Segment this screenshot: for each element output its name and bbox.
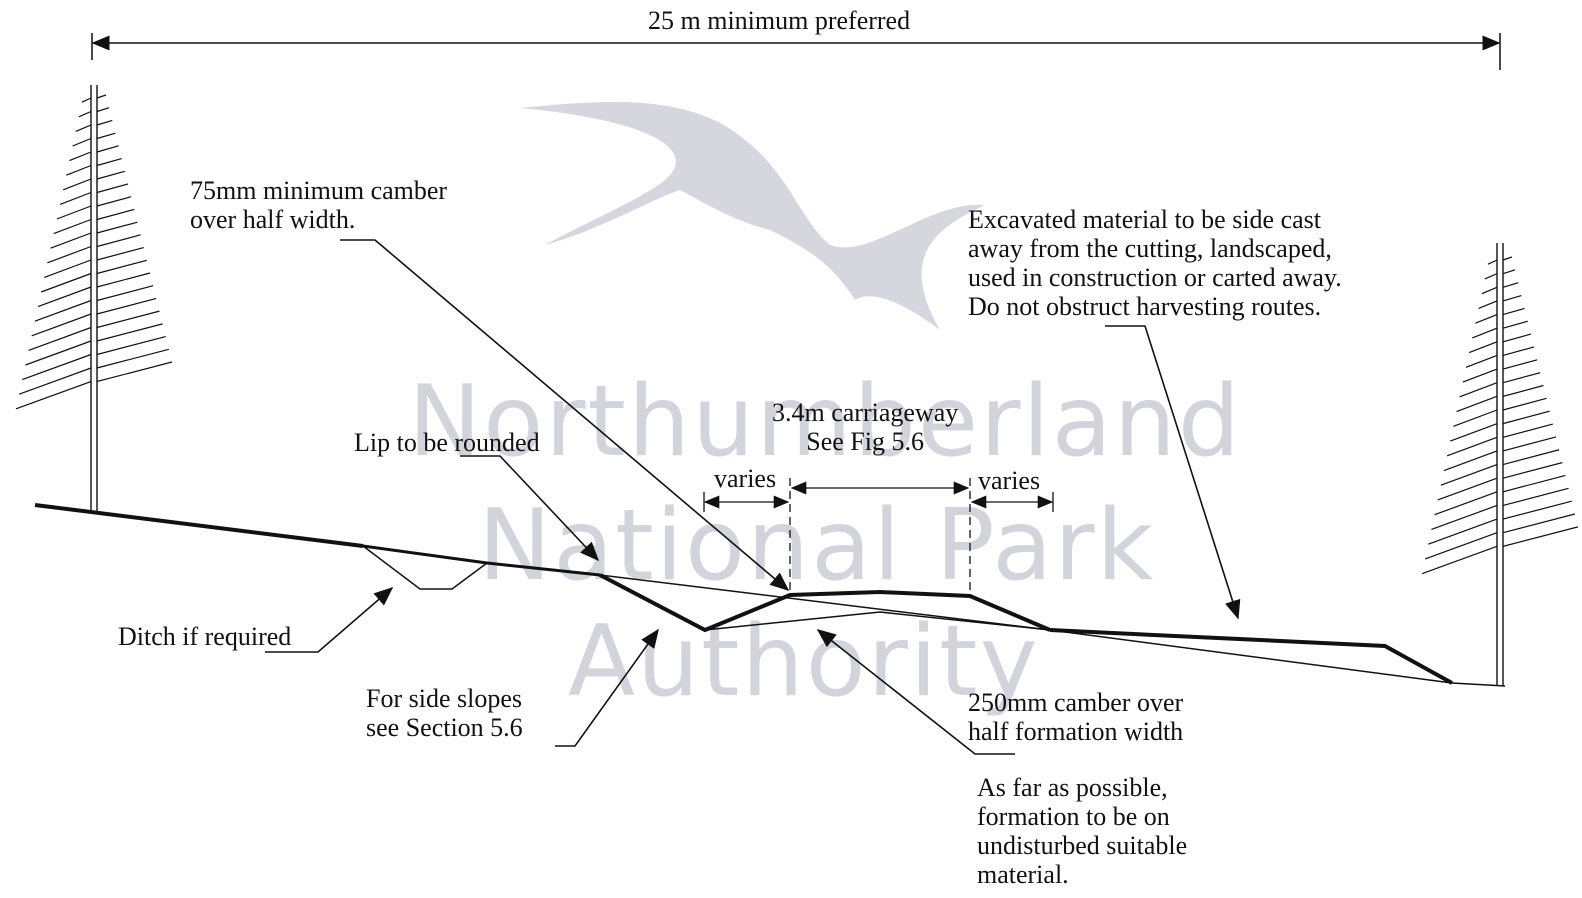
lip-note: Lip to be rounded	[354, 428, 540, 457]
camber-note: 75mm minimum camber over half width.	[190, 176, 448, 234]
varies-left-label: varies	[714, 464, 777, 493]
leader-lines	[265, 239, 1241, 755]
carriageway-dimension	[703, 478, 1054, 596]
watermark-line-1: Northumberland	[408, 365, 1243, 479]
road-profile	[599, 573, 1453, 685]
ditch-note: Ditch if required	[118, 622, 292, 651]
overall-width-label: 25 m minimum preferred	[648, 6, 911, 35]
left-tree-icon	[15, 85, 173, 512]
watermark-line-3: Authority	[568, 605, 1040, 719]
excavated-material-note: Excavated material to be side cast away …	[968, 205, 1342, 321]
right-tree-icon	[1421, 243, 1579, 686]
carriageway-note: 3.4m carriageway See Fig 5.6	[772, 398, 959, 456]
formation-material-note: As far as possible, formation to be on u…	[977, 773, 1188, 889]
ground-line	[34, 503, 1506, 687]
varies-right-label: varies	[978, 466, 1041, 495]
overall-width-dimension	[91, 33, 1501, 70]
ditch	[362, 545, 488, 590]
formation-camber-note: 250mm camber over half formation width	[968, 688, 1184, 746]
side-slopes-note: For side slopes see Section 5.6	[366, 684, 523, 742]
